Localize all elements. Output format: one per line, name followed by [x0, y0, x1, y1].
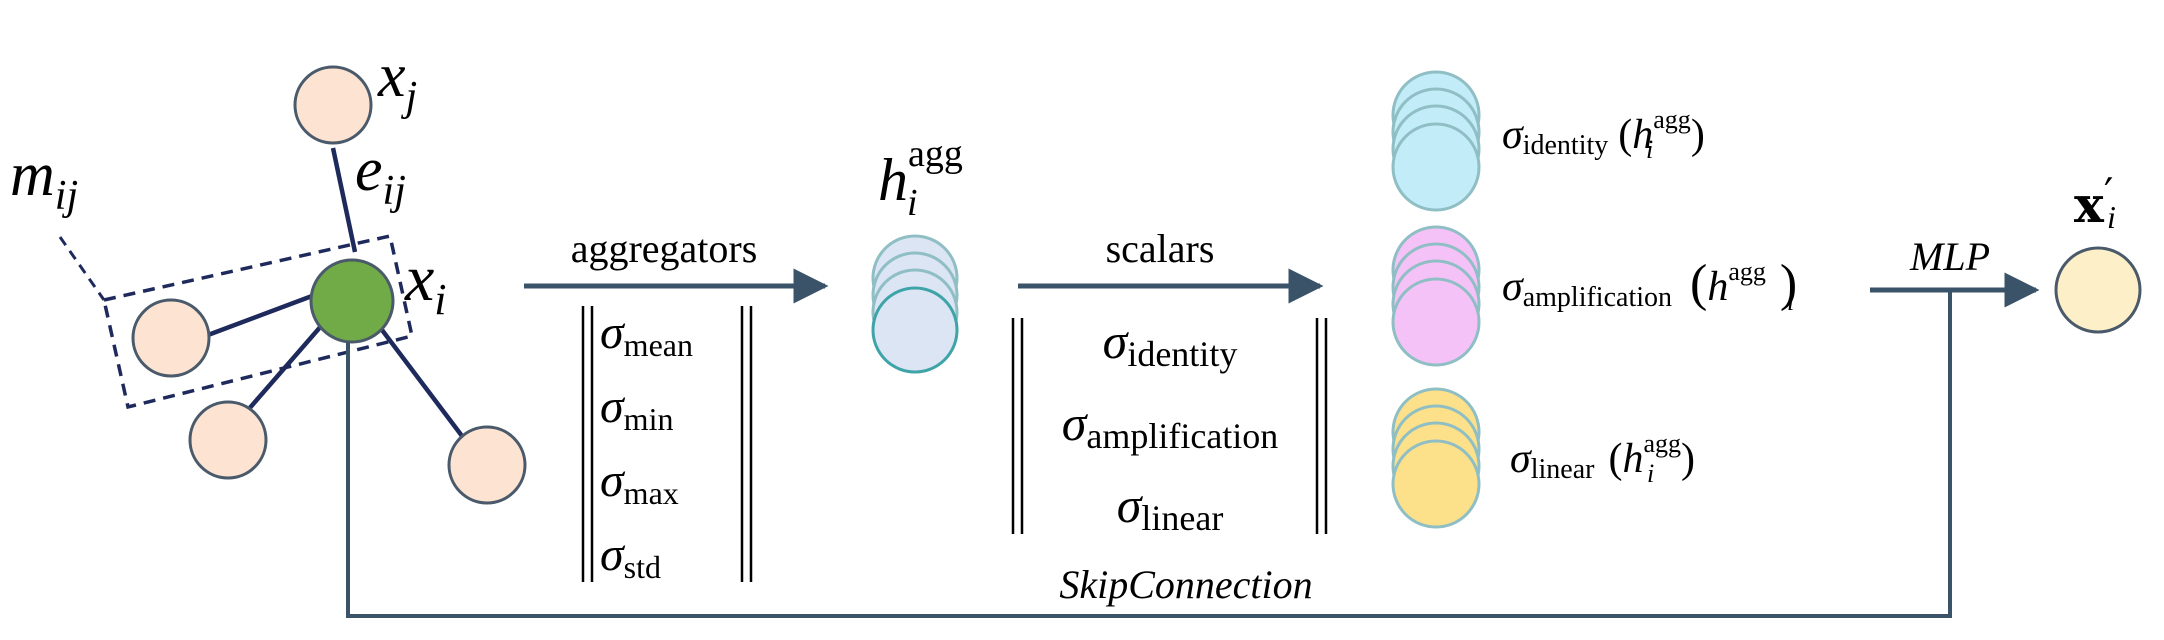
aggregators-section: aggregators σmean σmin σmax σstd: [524, 226, 829, 585]
node-left: [131, 298, 211, 378]
scl-fn-amplification: σamplification: [1062, 395, 1279, 456]
label-xj: xj: [377, 42, 417, 120]
graph: xj eij mij xi: [10, 42, 527, 505]
scalars-section: scalars σidentity σamplification σlinear: [1011, 226, 1328, 538]
agg-output-sub: i: [907, 182, 918, 224]
agg-output-stack: hagg i: [871, 133, 963, 374]
label-xi: xi: [404, 242, 447, 324]
edge-bottom-left: [246, 323, 324, 412]
identity-output-label: σidentity(hagg): [1502, 105, 1705, 161]
skip-connection: SkipConnection: [346, 290, 1952, 618]
edge-left: [207, 293, 313, 338]
output-node: [2054, 246, 2142, 334]
node-xj: [293, 65, 373, 145]
output-label: x′: [2074, 169, 2113, 234]
aggregators-label: aggregators: [571, 226, 758, 271]
agg-fn-max: σmax: [600, 454, 679, 511]
message-pointer: [58, 236, 106, 301]
amplification-stack: [1391, 225, 1481, 367]
amplification-output-label: σamplification(hagg): [1502, 255, 1797, 313]
node-bottom-left: [188, 400, 268, 480]
agg-output-label: hagg: [878, 133, 963, 213]
scaled-outputs: σidentity(hagg) i σamplification(hagg) i…: [1391, 70, 1797, 529]
mlp-section: MLP x′ i: [1870, 169, 2142, 334]
mlp-label: MLP: [1909, 234, 1990, 279]
linear-output-sub: i: [1647, 459, 1654, 488]
edge-bottom-right: [380, 328, 464, 438]
node-bottom-right: [447, 425, 527, 505]
output-sub: i: [2107, 199, 2116, 235]
edge-xj: [330, 147, 358, 253]
label-eij: eij: [355, 136, 406, 214]
scl-fn-identity: σidentity: [1103, 313, 1238, 374]
skip-connection-label: SkipConnection: [1059, 562, 1312, 607]
amplification-output-sub: i: [1787, 287, 1794, 316]
scalars-label: scalars: [1106, 226, 1215, 271]
skip-connection-line: [346, 290, 1952, 618]
agg-fn-mean: σmean: [600, 306, 693, 363]
scl-fn-linear: σlinear: [1117, 477, 1224, 538]
label-mij: mij: [10, 141, 78, 219]
identity-stack: [1391, 70, 1481, 212]
linear-output-label: σlinear(hagg): [1510, 429, 1695, 485]
node-xi: [309, 258, 395, 344]
identity-output-sub: i: [1646, 135, 1653, 164]
agg-fn-min: σmin: [600, 380, 673, 437]
agg-fn-std: σstd: [600, 528, 661, 585]
agg-stack-disk-4: [871, 286, 959, 374]
message-box: [101, 233, 415, 410]
linear-stack: [1391, 387, 1481, 529]
